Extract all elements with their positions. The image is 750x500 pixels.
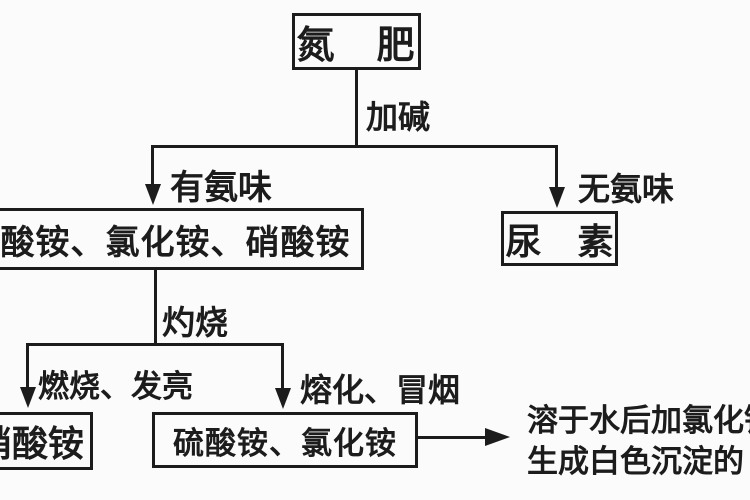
connector-branch-low	[26, 343, 284, 346]
arrowhead-result-icon	[485, 428, 510, 446]
edge-label-melts-smokes: 熔化、冒烟	[300, 371, 461, 409]
connector-root-down	[355, 69, 358, 148]
arrowhead-right-branch-icon	[549, 187, 565, 208]
result-note: 溶于水后加氯化钡 生成白色沉淀的	[527, 401, 750, 483]
edge-label-add-alkali: 加碱	[366, 98, 431, 136]
arrowhead-lowleft-branch-icon	[20, 387, 36, 408]
connector-ignite-down	[154, 268, 157, 346]
edge-label-ignite: 灼烧	[162, 303, 228, 342]
node-ammonium-sulfate-chloride: 硫酸铵、氯化铵	[152, 412, 418, 468]
edge-label-has-ammonia-odor: 有氨味	[170, 168, 272, 208]
connector-branch-top	[151, 145, 558, 148]
node-urea: 尿 素	[501, 211, 618, 266]
result-note-line2: 生成白色沉淀的	[527, 444, 744, 480]
edge-label-burns-glows: 燃烧、发亮	[38, 369, 193, 405]
arrowhead-lowright-branch-icon	[275, 388, 291, 409]
connector-right-branch	[555, 145, 558, 187]
node-nitrogen-fertilizer: 氮 肥	[292, 13, 421, 70]
connector-lowright-branch	[281, 343, 284, 389]
connector-left-branch	[151, 145, 154, 187]
arrowhead-left-branch-icon	[145, 184, 161, 205]
connector-result	[418, 436, 488, 439]
node-ammonium-nitrate: 硝酸铵	[0, 412, 93, 470]
node-ammonium-salts: 硫酸铵、氯化铵、硝酸铵	[0, 208, 364, 270]
edge-label-no-ammonia-odor: 无氨味	[578, 170, 675, 208]
result-note-line1: 溶于水后加氯化钡	[527, 403, 750, 439]
connector-lowleft-branch	[26, 343, 29, 389]
